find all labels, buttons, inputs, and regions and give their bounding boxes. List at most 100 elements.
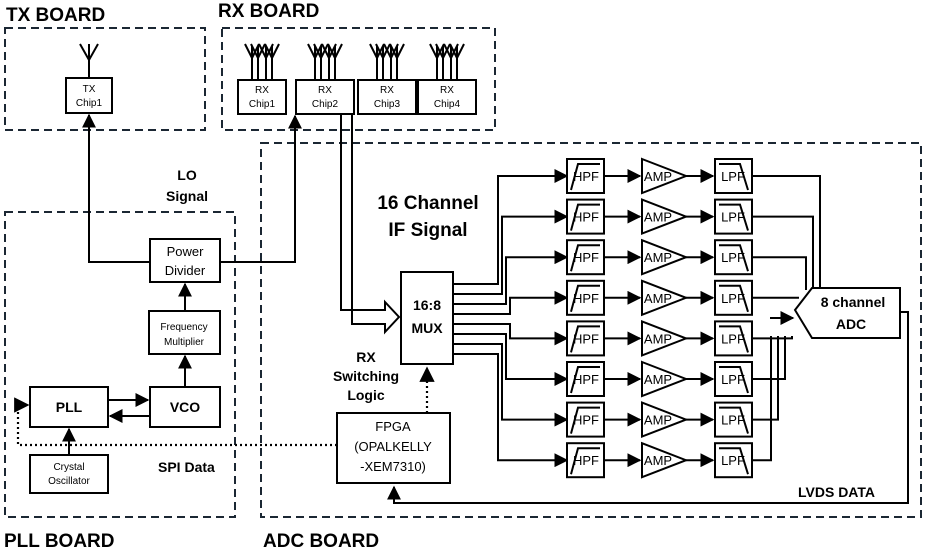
amp-block: [641, 441, 689, 479]
tx-board-title: TX BOARD: [6, 5, 105, 26]
lo-signal-label-line2: Signal: [166, 188, 208, 204]
crystal-line1: Crystal: [53, 462, 84, 473]
lpf-icon: [719, 163, 749, 191]
mux-line1: 16:8: [413, 297, 441, 313]
adc-board-title: ADC BOARD: [263, 531, 379, 552]
hpf-icon: [570, 447, 600, 475]
fpga-block: [336, 412, 451, 484]
rx-switching-line3: Logic: [347, 387, 385, 403]
filter-chains: HPF AMP LPF HPF AMP LPF HPF AMP LPF HPF AMP LPF HPF A…: [453, 157, 821, 479]
hpf-label: HPF: [573, 331, 599, 346]
freq-mult-line2: Multiplier: [164, 337, 205, 348]
hpf-icon: [570, 244, 600, 272]
filter-chain-row: HPF AMP LPF: [453, 336, 779, 439]
rx-antenna-array-icon: [429, 43, 465, 80]
lpf-icon: [719, 447, 749, 475]
filter-chain-row: HPF AMP LPF: [453, 238, 807, 305]
hpf-icon: [570, 406, 600, 434]
filter-chain-row: HPF AMP LPF: [453, 333, 786, 398]
hpf-label: HPF: [573, 210, 599, 225]
pll-board-title: PLL BOARD: [4, 531, 114, 552]
rx-chip4-line1: RX: [440, 85, 454, 96]
crystal-line2: Oscillator: [48, 476, 90, 487]
hpf-icon: [570, 203, 600, 231]
rx-chip1-box: [237, 79, 287, 115]
tx-chip1-box: [65, 77, 113, 114]
pll-label: PLL: [56, 399, 83, 415]
rx-antenna-arrays: [244, 43, 465, 80]
filter-chain-row: HPF AMP LPF: [453, 198, 814, 295]
hpf-icon: [570, 366, 600, 394]
rx-chip1-line1: RX: [255, 85, 269, 96]
rx-chip3-line1: RX: [380, 85, 394, 96]
lpf-icon: [719, 244, 749, 272]
lpf-label: LPF: [721, 453, 745, 468]
rx-switching-line1: RX: [356, 349, 376, 365]
rx-antenna-array-icon: [244, 43, 280, 80]
rx-chip4-line2: Chip4: [434, 99, 461, 110]
amp-label: AMP: [644, 331, 672, 346]
amp-label: AMP: [644, 210, 672, 225]
lpf-icon: [719, 406, 749, 434]
lpf-icon: [719, 284, 749, 313]
hpf-label: HPF: [573, 372, 599, 387]
amp-label: AMP: [644, 169, 672, 184]
tx-chip-line2: Chip1: [76, 98, 103, 109]
amp-label: AMP: [644, 413, 672, 428]
rx-switching-line2: Switching: [333, 368, 399, 384]
hpf-label: HPF: [573, 169, 599, 184]
hpf-label: HPF: [573, 250, 599, 265]
pll-block: [29, 386, 109, 428]
lpf-label: LPF: [721, 169, 745, 184]
hpf-block: [566, 239, 605, 276]
lpf-icon: [719, 203, 749, 231]
adc-line2: ADC: [836, 316, 866, 332]
if-signal-label-line2: IF Signal: [388, 220, 467, 241]
lpf-label: LPF: [721, 331, 745, 346]
hpf-label: HPF: [573, 291, 599, 306]
rx-board-outline: [221, 27, 496, 131]
lpf-icon: [719, 366, 749, 394]
amp-block: [641, 157, 689, 195]
rx-chip3-line2: Chip3: [374, 99, 401, 110]
lpf-label: LPF: [721, 413, 745, 428]
amp-block: [641, 401, 689, 439]
spi-data-label: SPI Data: [158, 459, 215, 475]
mux-line2: MUX: [411, 320, 443, 336]
amp-block: [641, 279, 689, 317]
rx-antenna-array-icon: [307, 43, 343, 80]
rx-chip4-box: [417, 79, 477, 115]
amp-label: AMP: [644, 372, 672, 387]
adc-line1: 8 channel: [821, 294, 886, 310]
power-divider-block: [149, 238, 221, 283]
filter-chain-row: HPF AMP LPF: [453, 336, 772, 479]
lvds-data-line: [387, 311, 909, 504]
hpf-label: HPF: [573, 453, 599, 468]
rx-chip3-box: [357, 79, 417, 115]
filter-chain-row: HPF AMP LPF: [453, 319, 793, 357]
rx-chip1-line2: Chip1: [249, 99, 276, 110]
hpf-icon: [570, 325, 600, 353]
freq-mult-line1: Frequency: [160, 322, 207, 333]
hpf-label: HPF: [573, 413, 599, 428]
lpf-label: LPF: [721, 291, 745, 306]
tx-antenna-icon: [79, 43, 99, 78]
amp-block: [641, 360, 689, 398]
amp-block: [641, 319, 689, 357]
amp-block: [641, 238, 689, 276]
amp-label: AMP: [644, 291, 672, 306]
lo-signal-label-line1: LO: [177, 167, 197, 183]
lpf-label: LPF: [721, 210, 745, 225]
pll-board-outline: [4, 211, 236, 518]
lpf-icon: [719, 325, 749, 353]
power-divider-line2: Divider: [165, 263, 206, 278]
lpf-label: LPF: [721, 250, 745, 265]
divider-to-tx-arrow: [82, 113, 150, 263]
crystal-oscillator-block: [29, 454, 109, 494]
amp-label: AMP: [644, 250, 672, 265]
amp-label: AMP: [644, 453, 672, 468]
adc-board-outline: [260, 142, 922, 518]
hpf-icon: [570, 284, 600, 313]
